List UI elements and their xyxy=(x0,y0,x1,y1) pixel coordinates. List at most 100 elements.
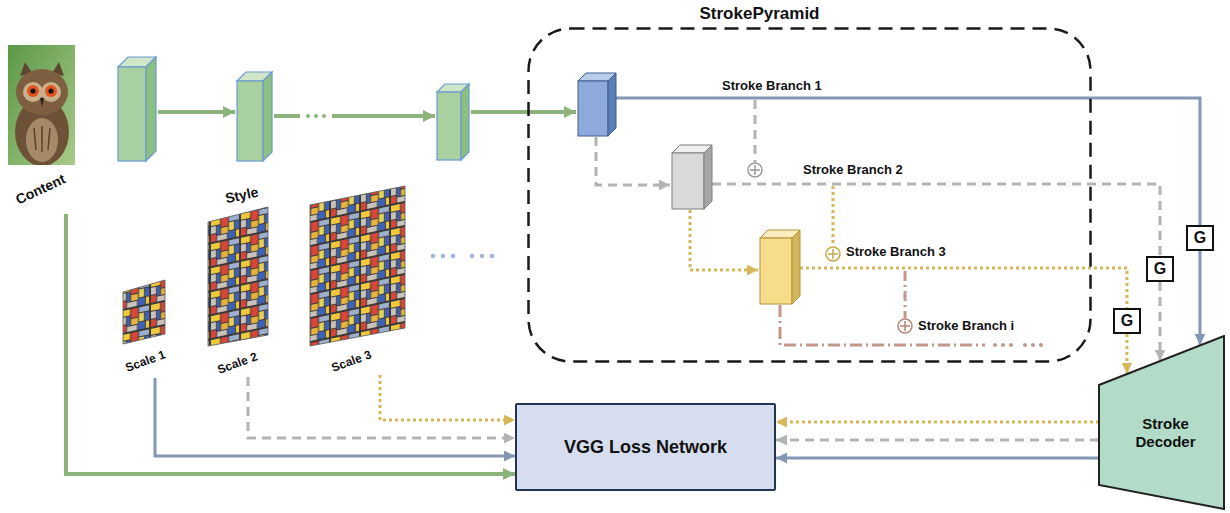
ellipsis-dots xyxy=(441,254,445,258)
branch-line xyxy=(596,98,1200,345)
image-panel: Content xyxy=(8,45,80,212)
feature-map-slab xyxy=(437,92,461,160)
annotation-label: Stroke Branch 3 xyxy=(846,245,946,260)
connector-arrow xyxy=(776,457,1099,460)
branch-line xyxy=(690,210,758,270)
encoder-arrow xyxy=(158,110,235,114)
owl-photo xyxy=(27,85,39,97)
ellipsis-dots xyxy=(306,114,326,118)
ellipsis-dots xyxy=(1031,343,1035,347)
owl-photo xyxy=(34,126,50,152)
annotation-wrap: Stroke Branch 1 xyxy=(722,76,822,94)
connector-arrow xyxy=(66,214,515,474)
annotation-wrap: Stroke Branch 3 xyxy=(846,242,946,260)
owl-photo xyxy=(8,45,75,165)
owl-photo xyxy=(41,82,61,102)
ellipsis-dots xyxy=(451,254,455,258)
feature-map-slab xyxy=(118,67,146,161)
ellipsis-dots xyxy=(993,343,1043,347)
owl-photo xyxy=(45,85,57,97)
style-image xyxy=(208,207,268,346)
owl-photo xyxy=(30,88,35,93)
ellipsis-dots xyxy=(322,114,326,118)
node-label: G xyxy=(1121,312,1133,330)
branch-line xyxy=(596,137,670,185)
feature-map-slab xyxy=(118,57,469,161)
branch-line xyxy=(616,98,1200,225)
annotation-label: Style xyxy=(224,184,260,207)
owl-photo xyxy=(16,69,68,115)
annotation-wrap: Style xyxy=(225,186,258,204)
node-label: Scale 1 xyxy=(124,348,168,375)
ellipsis-dots xyxy=(306,114,310,118)
connector-arrow xyxy=(1158,282,1161,361)
ellipsis-dots xyxy=(314,114,318,118)
dashed-group-outline xyxy=(527,27,1092,363)
feature-map-slab xyxy=(263,72,272,161)
ellipsis-dots xyxy=(480,254,484,258)
gram-box: G xyxy=(1146,256,1174,282)
node-label: StrokePyramid xyxy=(700,4,820,24)
node-label: VGG Loss Network xyxy=(564,437,727,458)
annotation-label: Stroke Branch 2 xyxy=(803,163,903,178)
owl-photo xyxy=(23,82,43,102)
owl-photo xyxy=(8,45,75,165)
add-symbol xyxy=(828,249,838,259)
feature-map-slab xyxy=(146,57,156,161)
feature-block xyxy=(578,81,608,136)
connector-arrow xyxy=(1198,251,1201,345)
ellipsis-dots xyxy=(993,343,997,347)
pyramid-group: StrokePyramid xyxy=(527,27,1092,363)
image-panel: Scale 1 xyxy=(118,276,173,376)
encoder-arrow xyxy=(158,112,576,116)
connector-arrow xyxy=(380,375,515,420)
branch-line xyxy=(904,271,907,318)
connector-arrow xyxy=(155,378,515,456)
add-symbol xyxy=(748,163,762,177)
dashed-group-outline xyxy=(529,29,1091,362)
node-label: Stroke Decoder xyxy=(1130,415,1202,450)
connector-arrow xyxy=(776,421,1099,424)
add-symbol xyxy=(898,319,912,333)
encoder-arrow xyxy=(274,114,300,118)
decoder-trapezoid-shape xyxy=(1099,336,1224,509)
feature-block xyxy=(578,73,800,304)
feature-block xyxy=(760,238,792,304)
owl-photo xyxy=(48,88,53,93)
feature-map-slab xyxy=(237,81,263,161)
branch-line xyxy=(800,268,1127,308)
feature-block xyxy=(792,230,800,304)
gram-box: G xyxy=(1186,225,1214,251)
ellipsis-dots xyxy=(470,254,474,258)
ellipsis-dots xyxy=(431,254,494,258)
decoder-trapezoid: Stroke Decoder xyxy=(1098,335,1225,510)
annotation-wrap: Stroke Branch i xyxy=(918,316,1014,334)
node-label: Scale 2 xyxy=(216,350,260,377)
connector-arrow xyxy=(1125,334,1128,374)
ellipsis-dots xyxy=(431,254,435,258)
node-label: Scale 3 xyxy=(330,348,374,375)
annotation-label: Stroke Branch 1 xyxy=(722,79,822,94)
node-label: G xyxy=(1194,229,1206,247)
annotation-wrap: Stroke Branch 2 xyxy=(803,160,903,178)
image-panel: Scale 3 xyxy=(305,183,410,373)
ellipsis-dots xyxy=(1023,343,1027,347)
encoder-arrow xyxy=(332,114,435,118)
feature-block xyxy=(672,153,704,209)
loss-network-box: VGG Loss Network xyxy=(515,403,776,491)
owl-photo xyxy=(40,98,44,107)
node-label: Content xyxy=(13,171,68,208)
ellipsis-dots xyxy=(490,254,494,258)
node-label: G xyxy=(1154,260,1166,278)
ellipsis-dots xyxy=(1039,343,1043,347)
encoder-arrow xyxy=(471,110,576,114)
add-symbol xyxy=(900,321,910,331)
feature-block xyxy=(704,145,712,209)
style-image xyxy=(123,280,165,344)
style-image xyxy=(123,186,405,346)
annotation-label: Stroke Branch i xyxy=(918,319,1014,334)
branch-line xyxy=(754,100,757,162)
add-symbol xyxy=(826,247,840,261)
